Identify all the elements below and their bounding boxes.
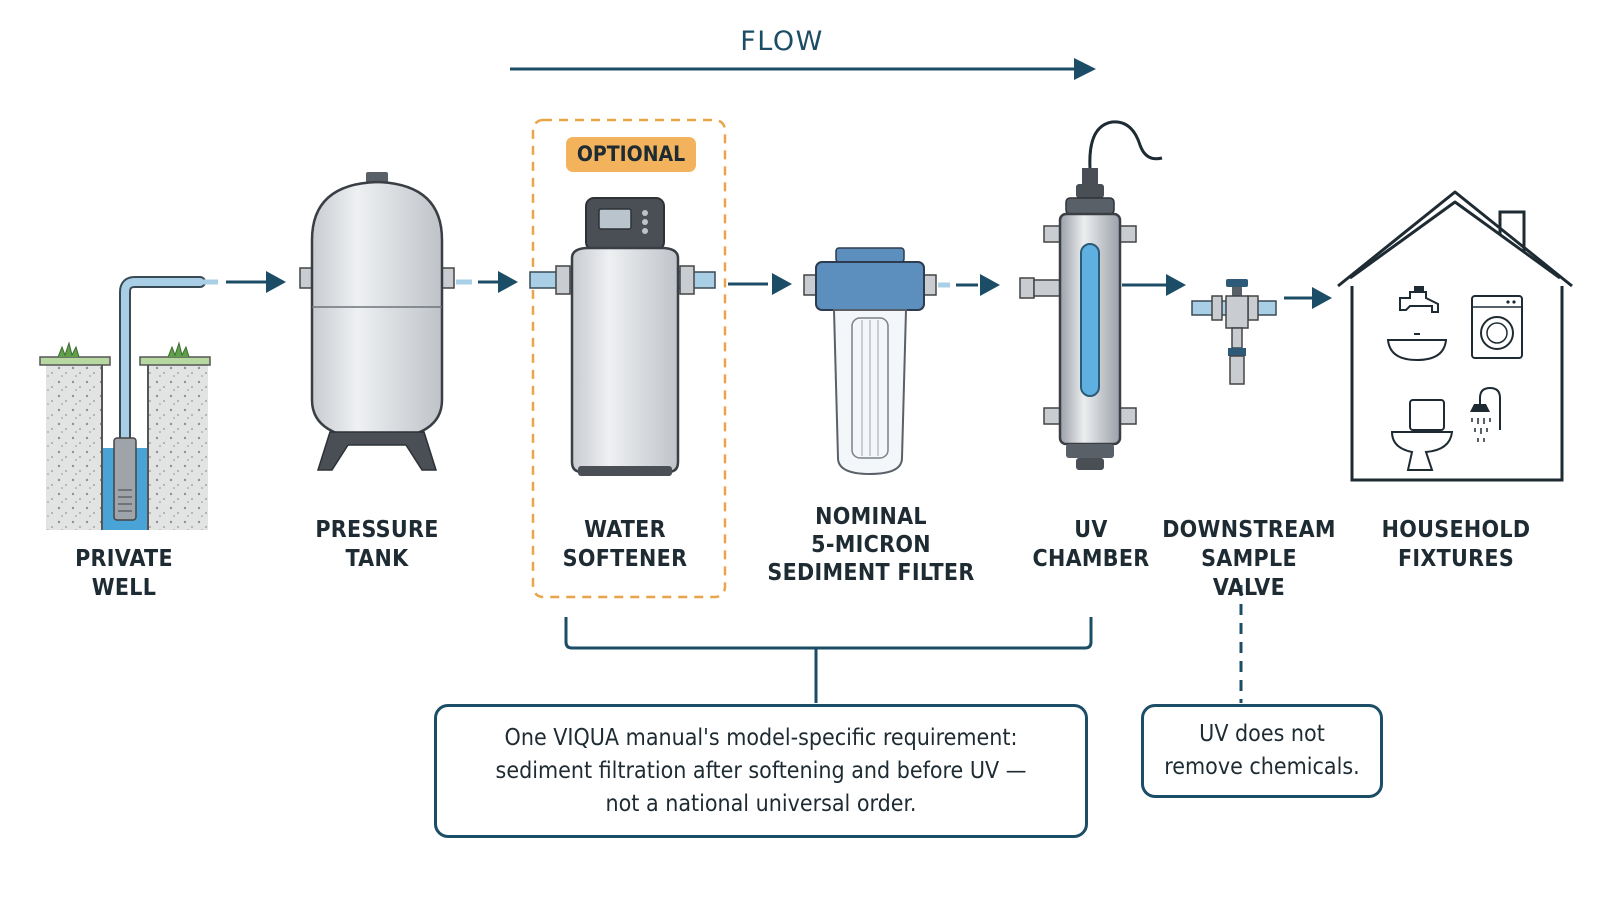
stage-label-private-well: PRIVATE WELL [75,546,173,601]
uv-chamber-illustration [1019,120,1163,470]
requirement-note-text: One VIQUA manual's model-specific requir… [495,724,1027,817]
sample-valve-illustration [1191,279,1277,385]
pipe-arrow-2 [456,271,518,293]
uv-chemicals-note-text: UV does not remove chemicals. [1164,721,1360,780]
flow-arrowhead [1074,58,1096,80]
stage-label-sample-valve: DOWNSTREAM SAMPLE VALVE [1162,517,1336,601]
house-illustration [1337,190,1573,482]
pipe-arrow-5 [1122,274,1186,296]
stage-label-pressure-tank: PRESSURE TANK [315,517,439,572]
sediment-filter-illustration [803,247,937,476]
optional-badge: OPTIONAL [566,137,696,172]
bracket-softener-to-uv [564,617,1093,650]
stage-label-sediment-filter: NOMINAL 5-MICRON SEDIMENT FILTER [767,504,975,586]
uv-chemicals-note: UV does not remove chemicals. [1141,704,1383,798]
stage-label-uv-chamber: UV CHAMBER [1032,517,1150,572]
flow-label: FLOW [740,26,824,57]
requirement-note: One VIQUA manual's model-specific requir… [434,704,1088,838]
pressure-tank-illustration [299,172,455,471]
pipe-arrow-3 [728,273,792,295]
stage-label-water-softener: WATER SOFTENER [562,517,688,572]
stage-label-household-fixtures: HOUSEHOLD FIXTURES [1381,517,1531,572]
water-softener-illustration [529,197,716,476]
optional-dashed-box [531,118,727,599]
pipe-arrow-4 [938,274,1000,296]
pipe-arrow-6 [1284,287,1332,309]
pipe-arrow-1 [202,271,286,293]
private-well-illustration [39,276,211,530]
